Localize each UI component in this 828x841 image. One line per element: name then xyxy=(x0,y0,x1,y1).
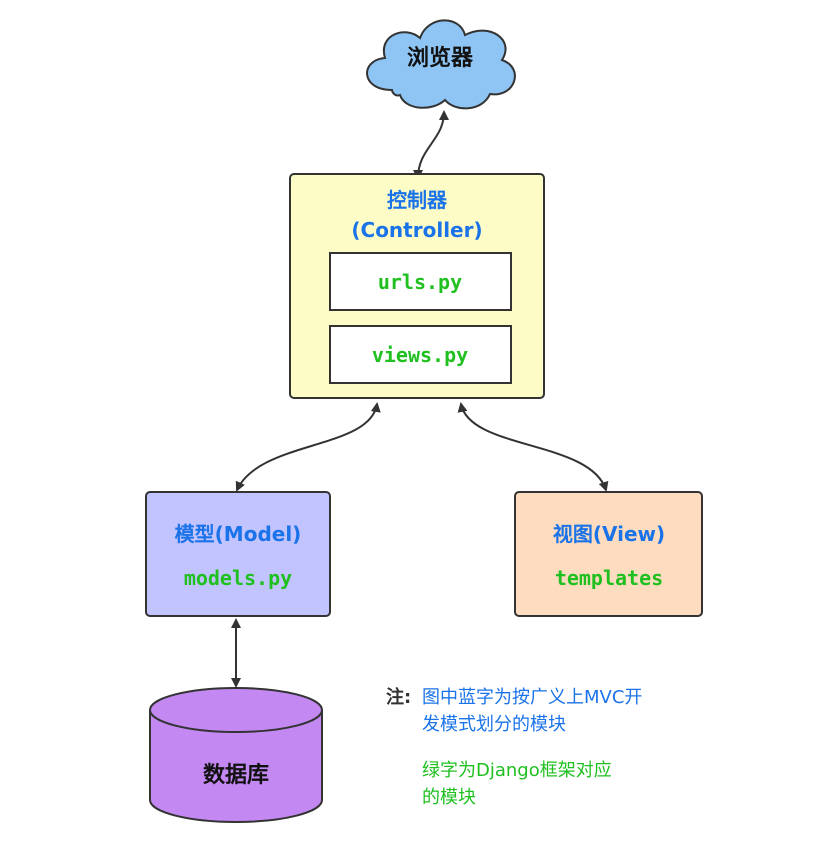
note-green-line-2: 的模块 xyxy=(422,787,476,808)
model-box: 模型(Model) models.py xyxy=(145,491,331,617)
model-file-label: models.py xyxy=(184,566,292,590)
connector-browser-controller xyxy=(413,110,449,180)
connector-controller-model xyxy=(235,402,381,492)
note-label: 注: xyxy=(386,687,412,708)
connector-controller-view xyxy=(457,402,609,492)
note-blue-line-1: 图中蓝字为按广义上MVC开 xyxy=(422,687,643,708)
note-green-text: 绿字为Django框架对应 的模块 xyxy=(422,757,722,811)
urls-file-box xyxy=(329,252,512,311)
controller-box: 控制器 (Controller) urls.py views.py xyxy=(289,173,545,399)
note-blue-line-2: 发模式划分的模块 xyxy=(422,714,566,735)
note-green-line-1: 绿字为Django框架对应 xyxy=(422,760,612,781)
database-cylinder: 数据库 xyxy=(149,687,323,823)
view-file-label: templates xyxy=(555,566,663,590)
cloud-shape xyxy=(366,19,516,110)
urls-file-label: urls.py xyxy=(378,270,462,294)
view-title: 视图(View) xyxy=(553,522,665,546)
browser-label: 浏览器 xyxy=(407,45,474,71)
cylinder-top xyxy=(149,687,323,733)
views-file-box xyxy=(329,325,512,384)
controller-title: 控制器 xyxy=(387,188,448,212)
browser-cloud: 浏览器 xyxy=(366,19,516,110)
model-title: 模型(Model) xyxy=(175,522,302,546)
view-box: 视图(View) templates xyxy=(514,491,703,617)
controller-subtitle: (Controller) xyxy=(351,218,482,242)
cylinder-body xyxy=(149,710,323,823)
views-file-label: views.py xyxy=(372,343,468,367)
note-blue-text: 图中蓝字为按广义上MVC开 发模式划分的模块 xyxy=(422,684,722,738)
database-label: 数据库 xyxy=(203,762,269,788)
